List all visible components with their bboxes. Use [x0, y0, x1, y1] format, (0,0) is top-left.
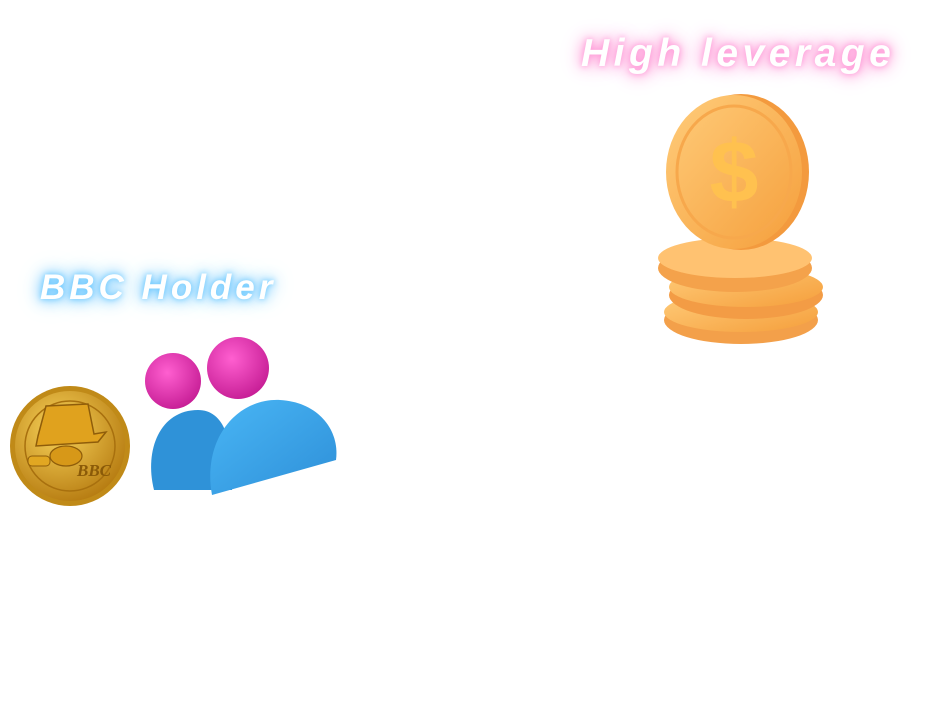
high-leverage-title: High leverage	[581, 32, 896, 75]
svg-text:$: $	[710, 122, 759, 221]
bbc-holder-title: BBC Holder	[40, 268, 277, 307]
dollar-coin-stack-icon: $	[658, 94, 823, 344]
users-group-icon	[145, 337, 337, 495]
svg-text:BBC: BBC	[76, 461, 112, 480]
bbc-coin-icon: BBC	[10, 386, 130, 506]
